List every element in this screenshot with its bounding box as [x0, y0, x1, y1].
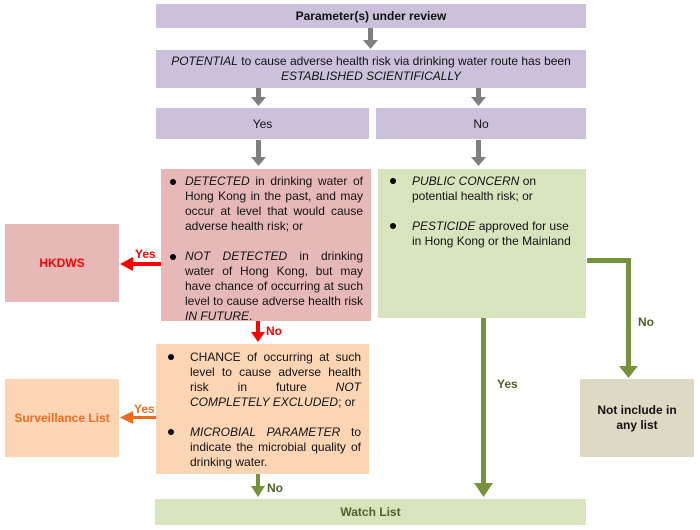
branch-no-node: No [376, 108, 586, 139]
bullet-icon [170, 179, 176, 185]
hkdws-label: HKDWS [39, 256, 85, 270]
question-line-1: POTENTIAL to cause adverse health risk v… [171, 54, 571, 69]
question-emphasis-established: ESTABLISHED SCIENTIFICALLY [280, 69, 462, 83]
hkdws-node: HKDWS [5, 224, 119, 302]
watch-list-node: Watch List [155, 499, 586, 525]
edge-label-concern-no: No [638, 315, 654, 329]
edge-label-chance-no: No [267, 481, 283, 495]
concern-criteria-node: PUBLIC CONCERN on potential health risk;… [378, 169, 586, 318]
watch-list-label: Watch List [340, 505, 401, 519]
edge-label-concern-yes: Yes [497, 377, 518, 391]
arrow-no-to-concern [471, 140, 486, 166]
bullet-icon [390, 178, 396, 184]
criterion-text: to indicate the microbial quality of dri… [190, 425, 362, 469]
criterion-text: CHANCE of occurring at such level to cau… [190, 350, 361, 394]
edge-label-surveillance-yes: Yes [134, 402, 155, 416]
surveillance-list-node: Surveillance List [5, 379, 119, 457]
bullet-icon [168, 354, 174, 360]
arrow-title-to-question [363, 28, 378, 49]
not-include-label: Not include in any list [597, 403, 677, 432]
bullet-icon [390, 223, 396, 229]
not-include-node: Not include in any list [580, 379, 694, 457]
criterion-emphasis: DETECTED [185, 174, 250, 188]
criterion-emphasis-future: IN FUTURE [185, 309, 249, 323]
criterion-text: approved for use in Hong Kong or the Mai… [412, 219, 571, 248]
detected-criteria-node: DETECTED in drinking water of Hong Kong … [161, 169, 371, 324]
criterion-text: in drinking water of Hong Kong in the pa… [185, 174, 363, 233]
criterion-emphasis: PESTICIDE [412, 219, 476, 233]
chance-criteria-node: CHANCE of occurring at such level to cau… [156, 344, 369, 474]
arrow-concern-to-not-include [587, 258, 638, 378]
criterion-not-detected: NOT DETECTED in drinking water of Hong K… [170, 249, 363, 324]
branch-no-label: No [473, 116, 489, 131]
criterion-end: ; or [338, 395, 356, 409]
arrow-detected-to-chance [251, 321, 265, 342]
criterion-emphasis: PUBLIC CONCERN [412, 174, 520, 188]
criterion-text: on potential health risk; or [412, 174, 537, 203]
arrow-chance-to-watch [251, 474, 265, 497]
edge-label-hkdws-yes: Yes [135, 247, 156, 261]
criterion-detected: DETECTED in drinking water of Hong Kong … [170, 174, 363, 234]
criterion-emphasis: NOT DETECTED [185, 249, 288, 263]
question-text: to cause adverse health risk via drinkin… [237, 54, 571, 68]
arrow-question-to-no [471, 88, 486, 106]
criterion-emphasis: NOT COMPLETELY EXCLUDED [190, 380, 361, 409]
arrow-yes-to-detected [251, 140, 266, 166]
criterion-microbial: MICROBIAL PARAMETER to indicate the micr… [168, 425, 362, 470]
branch-yes-node: Yes [156, 108, 369, 139]
edge-label-detected-no: No [266, 324, 282, 338]
surveillance-list-label: Surveillance List [14, 411, 110, 425]
bullet-icon [170, 254, 176, 260]
arrow-chance-to-surveillance [120, 411, 156, 424]
question-emphasis-potential: POTENTIAL [171, 54, 238, 68]
start-node-label: Parameter(s) under review [295, 9, 447, 23]
criterion-chance: CHANCE of occurring at such level to cau… [168, 350, 361, 410]
bullet-icon [168, 429, 174, 435]
criterion-text: in drinking water of Hong Kong, but may … [185, 249, 363, 308]
criterion-public-concern: PUBLIC CONCERN on potential health risk;… [390, 174, 578, 204]
arrow-detected-to-hkdws [120, 257, 161, 271]
criterion-emphasis: MICROBIAL PARAMETER [190, 425, 341, 439]
criterion-pesticide: PESTICIDE approved for use in Hong Kong … [390, 219, 578, 249]
branch-yes-label: Yes [252, 116, 273, 131]
arrow-question-to-yes [251, 88, 266, 106]
criterion-end: . [249, 309, 253, 323]
question-node: POTENTIAL to cause adverse health risk v… [156, 50, 586, 88]
start-node: Parameter(s) under review [156, 4, 586, 28]
question-line-2: ESTABLISHED SCIENTIFICALLY [281, 69, 461, 84]
arrow-concern-to-watch [474, 318, 493, 497]
